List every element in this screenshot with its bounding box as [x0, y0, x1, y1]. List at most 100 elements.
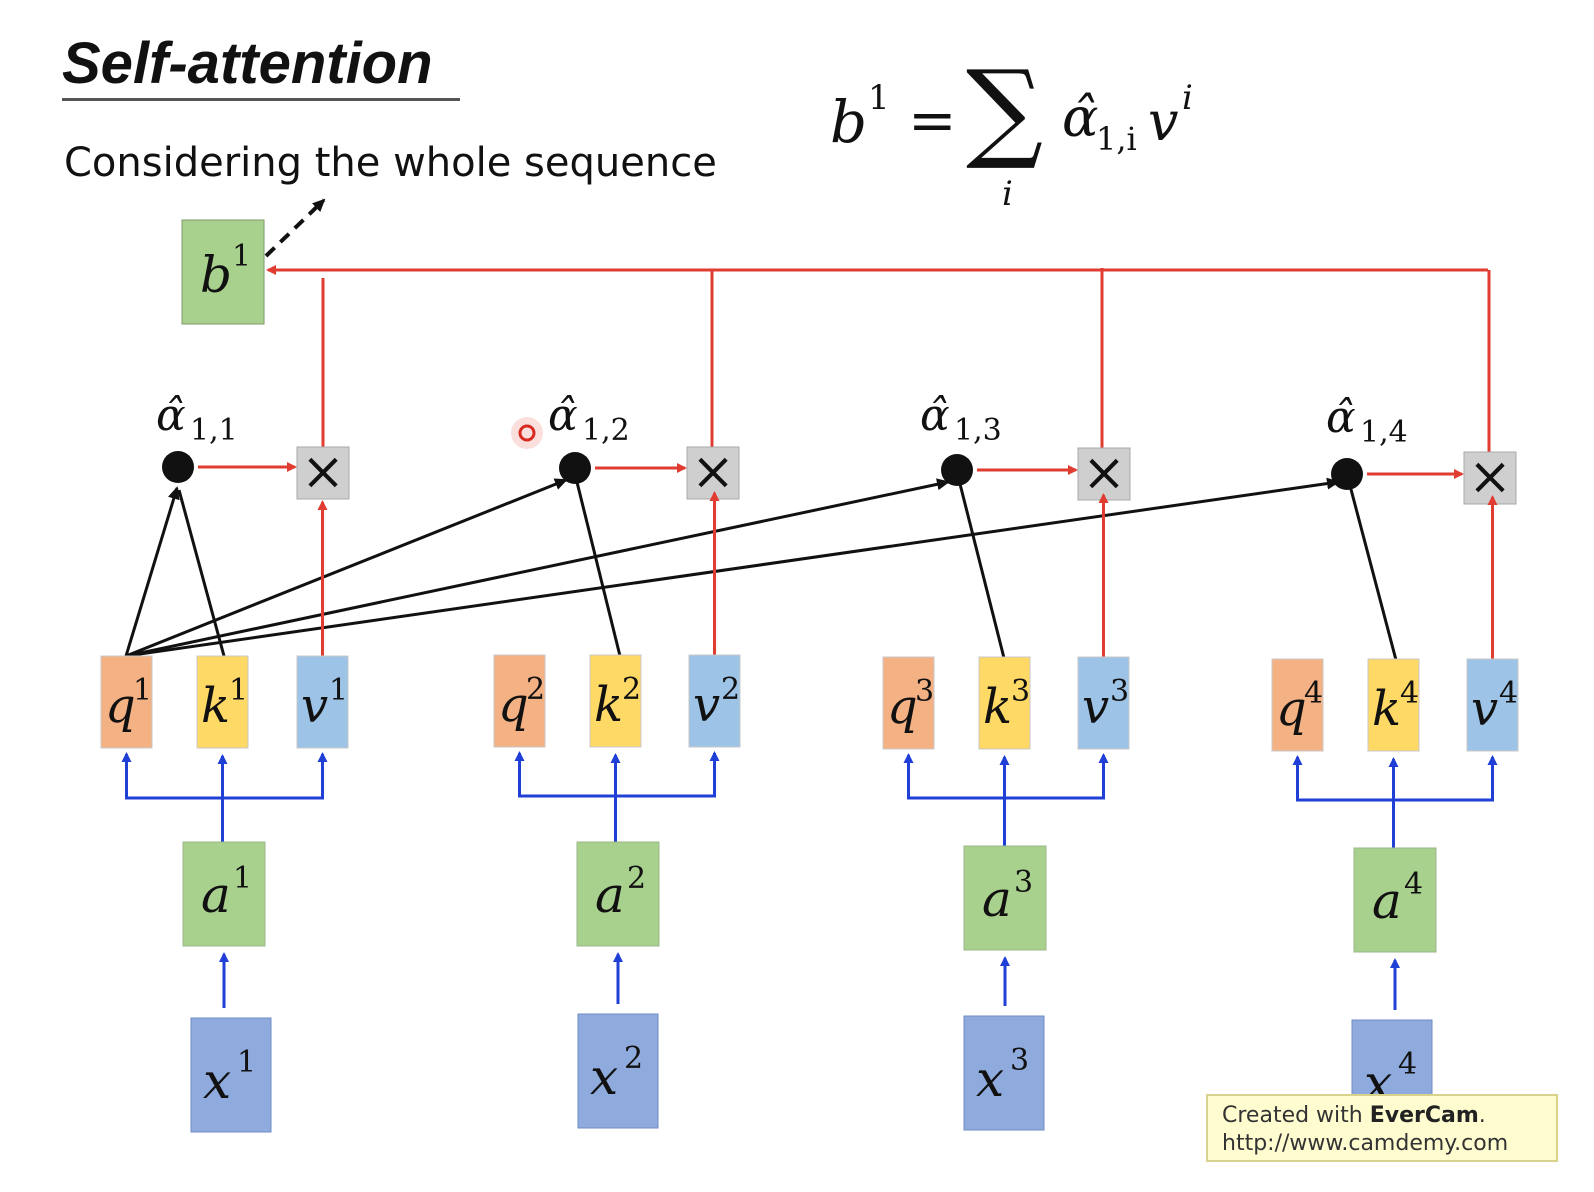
dashed-arrow — [264, 198, 326, 258]
query-box-sup: 1 — [133, 673, 152, 708]
slide-title: Self-attention — [62, 31, 433, 96]
watermark-brand: EverCam — [1369, 1103, 1479, 1128]
input-label: x — [976, 1050, 1004, 1108]
projection-arrows — [514, 751, 720, 842]
query-box-rect — [1271, 658, 1324, 752]
query-box-rect — [882, 656, 935, 750]
key-box-label: k — [1372, 681, 1401, 737]
value-box-rect — [296, 655, 349, 749]
multiply-icon: × — [301, 442, 345, 502]
formula-sum-sub: i — [1002, 174, 1013, 214]
formula-v: v — [1148, 90, 1179, 153]
multiply-box — [296, 446, 350, 500]
formula-alpha-sub: 1,i — [1096, 120, 1137, 158]
watermark-suffix: . — [1478, 1103, 1486, 1128]
embedding-rect — [182, 841, 266, 947]
value-box-sup: 4 — [1499, 676, 1518, 711]
alpha-label: α̂ — [548, 390, 578, 441]
query-box-label: q — [105, 678, 136, 734]
q1-to-alpha11 — [124, 486, 180, 657]
key-box-label: k — [201, 678, 230, 734]
query-box-sup: 3 — [915, 674, 934, 709]
embedding-label: a — [595, 866, 625, 924]
cursor-glow — [511, 417, 543, 449]
query-box-rect — [493, 654, 546, 748]
alpha-subscript: 1,2 — [582, 413, 630, 448]
multiply-box — [686, 446, 740, 500]
q1-to-alpha14 — [125, 477, 1340, 658]
alpha-subscript: 1,4 — [1360, 415, 1408, 450]
query-box-label: q — [498, 677, 529, 733]
alpha-subscript: 1,1 — [190, 413, 238, 448]
formula-lhs-sup: 1 — [868, 78, 890, 118]
watermark-url: http://www.camdemy.com — [1222, 1131, 1509, 1156]
projection-arrows — [1292, 755, 1498, 848]
alpha-node-group: α̂1,1 × — [156, 390, 350, 502]
formula-v-sup: i — [1182, 78, 1193, 118]
alpha-dot — [162, 451, 194, 483]
formula-sum-sign: ∑ — [966, 48, 1044, 173]
attention-score-lines — [124, 473, 1398, 661]
embedding-label: a — [1372, 872, 1402, 930]
k4-to-alpha14 — [1346, 477, 1398, 661]
embedding-sup: 1 — [233, 861, 252, 896]
key-box-rect — [1367, 658, 1420, 752]
embedding-sup: 2 — [627, 861, 646, 896]
red-sum-bus — [266, 265, 1491, 452]
key-box: k2 — [589, 654, 642, 748]
key-box-sup: 3 — [1011, 674, 1030, 709]
input-sup: 2 — [624, 1041, 643, 1076]
alpha-dot — [941, 454, 973, 486]
cursor-ring — [518, 424, 536, 442]
k1-to-alpha11 — [177, 489, 226, 657]
watermark-prefix: Created with — [1222, 1103, 1370, 1128]
q1-to-alpha12 — [125, 478, 568, 658]
key-box: k1 — [196, 655, 249, 749]
key-box-rect — [978, 656, 1031, 750]
alpha-dot — [559, 452, 591, 484]
alpha-label: α̂ — [1326, 392, 1356, 443]
key-box: k4 — [1367, 658, 1420, 752]
alpha-subscript: 1,3 — [954, 413, 1002, 448]
alpha-label: α̂ — [156, 390, 186, 441]
formula-lhs: b — [830, 88, 868, 156]
input-sup: 1 — [237, 1045, 256, 1080]
value-box-sup: 2 — [721, 672, 740, 707]
embedding-sup: 3 — [1014, 865, 1033, 900]
input-label: x — [590, 1048, 618, 1106]
input-sup: 4 — [1398, 1047, 1417, 1082]
key-box-sup: 2 — [622, 672, 641, 707]
projection-bus — [125, 756, 324, 800]
query-box: q2 — [493, 654, 546, 748]
value-box-sup: 1 — [329, 673, 348, 708]
cursor-indicator — [511, 417, 543, 449]
query-box-sup: 4 — [1304, 676, 1323, 711]
input-rect — [577, 1013, 659, 1129]
embedding-rect — [963, 845, 1047, 951]
query-box: q4 — [1271, 658, 1324, 752]
key-box-rect — [589, 654, 642, 748]
key-box-sup: 1 — [229, 673, 248, 708]
value-box-label: v — [1471, 681, 1498, 737]
output-b1: b 1 — [181, 219, 265, 325]
embedding-rect — [576, 841, 660, 947]
k3-to-alpha13 — [956, 475, 1006, 659]
evercam-watermark: Created with EverCam. http://www.camdemy… — [1206, 1094, 1558, 1162]
formula-equals: = — [908, 86, 957, 154]
multiply-icon: × — [1468, 447, 1512, 507]
value-box-rect — [1466, 658, 1519, 752]
